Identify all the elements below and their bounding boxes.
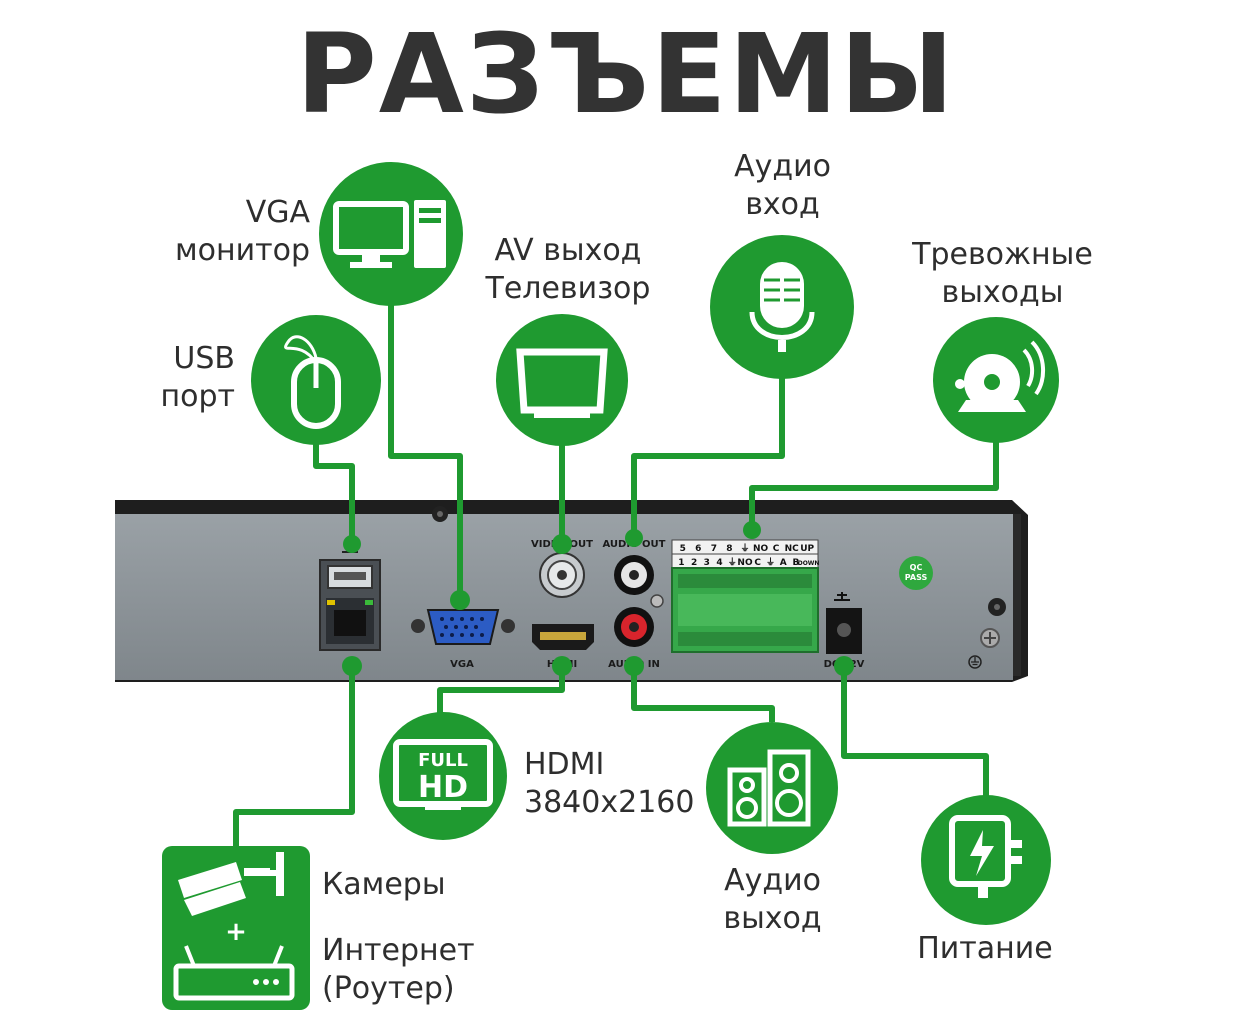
ground-symbol [968,655,982,669]
pass-text: PASS [905,573,928,582]
label-cameras: Камеры [322,867,446,902]
fullhd-bottom-text: HD [418,770,468,805]
terminal-bottom-label-0: 1 [678,558,684,568]
fullhd-top-text: FULL [418,750,468,771]
terminal-top-label-2: 7 [711,544,717,554]
audio-out-rca [614,555,654,595]
microphone-icon [710,235,854,379]
vga-port [411,609,515,645]
video-out-bnc [539,552,585,598]
qc-text: QC [910,563,923,572]
terminal-bottom-label-6: C [754,558,761,568]
hdmi-port [532,624,594,650]
terminal-top-label-3: 8 [726,544,732,554]
terminal-top-label-4: ⏚ [740,543,749,554]
terminal-bottom-label-1: 2 [691,558,697,568]
page-title: РАЗЪЕМЫ [296,10,956,138]
panel-vga-text: VGA [450,659,474,670]
terminal-bottom-label-10: DOWN [798,560,820,567]
vga-monitor-icon [319,162,463,306]
power-adapter-icon [921,795,1051,925]
terminal-top-label-5: NO [753,544,769,554]
label-internet-router: Интернет(Роутер) [322,933,475,1006]
plus-sign: + [225,917,247,947]
terminal-bottom-label-8: A [780,558,787,568]
alarm-terminal-block [671,539,819,653]
terminal-bottom-label-7: ⏚ [766,557,775,568]
terminal-top-label-0: 5 [680,544,686,554]
terminal-bottom-label-3: 4 [716,558,722,568]
terminal-top-label-6: C [773,544,780,554]
alarm-bell-icon [933,317,1059,443]
connector-lines [233,298,999,846]
terminal-bottom-label-5: NO [737,558,753,568]
tv-icon [496,314,628,446]
terminal-bottom-label-4: ⏚ [728,557,737,568]
audio-in-rca [614,594,664,647]
label-power: Питание [917,931,1053,966]
qc-pass-sticker [899,556,933,590]
terminal-top-label-1: 6 [695,544,701,554]
terminal-bottom-label-2: 3 [704,558,710,568]
terminal-top-label-7: NC [785,544,800,554]
terminal-top-label-8: UP [800,544,814,554]
usb-mouse-icon [251,315,381,445]
camera-router-icon: + [162,846,310,1010]
speakers-icon [706,722,838,854]
connector-dots [342,521,854,676]
dc-power-jack [826,592,862,654]
terminal-bottom-label-9: B [792,558,799,568]
full-hd-icon: FULL HD [379,712,507,840]
usb-lan-ports [319,551,381,651]
